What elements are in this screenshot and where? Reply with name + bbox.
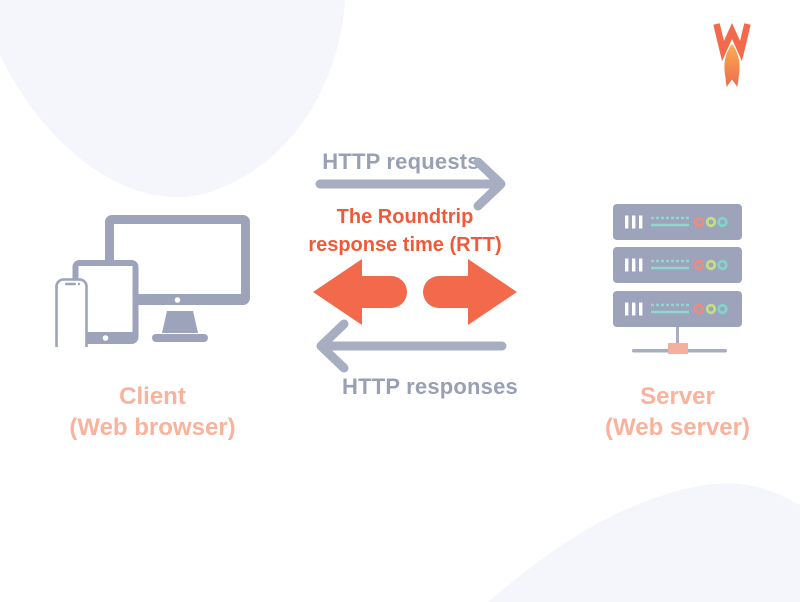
smartphone-icon <box>55 278 88 347</box>
http-responses-label: HTTP responses <box>341 374 518 399</box>
server-label: Server (Web server) <box>565 381 790 443</box>
client-title: Client <box>119 383 186 410</box>
server-unit-2 <box>613 247 742 283</box>
roundtrip-arrows-icon <box>313 259 517 325</box>
wp-rocket-logo-icon <box>713 22 751 87</box>
logo-letter-w <box>713 22 751 62</box>
server-network-cable <box>632 322 727 354</box>
arrow-left-icon <box>316 319 507 373</box>
background-blob-top-left <box>0 0 345 198</box>
rtt-caption-line2: response time (RTT) <box>308 234 502 256</box>
server-subtitle: (Web server) <box>605 414 750 441</box>
rtt-caption: The Roundtrip response time (RTT) <box>305 203 505 259</box>
monitor-icon <box>105 215 250 342</box>
server-rack-icon <box>613 204 742 354</box>
client-label: Client (Web browser) <box>40 381 265 443</box>
server-unit-3 <box>613 291 742 327</box>
roundtrip-arrow-right <box>423 259 517 325</box>
http-requests-label: HTTP requests <box>322 149 480 174</box>
client-subtitle: (Web browser) <box>69 414 236 441</box>
rtt-caption-line1: The Roundtrip <box>336 206 474 228</box>
client-devices-icon <box>55 215 250 347</box>
server-unit-1 <box>613 204 742 240</box>
arrow-right-icon <box>315 157 506 211</box>
roundtrip-arrow-left <box>313 259 407 325</box>
background-blob-bottom-right <box>488 483 800 602</box>
server-title: Server <box>640 383 715 410</box>
logo-flame <box>724 44 740 87</box>
